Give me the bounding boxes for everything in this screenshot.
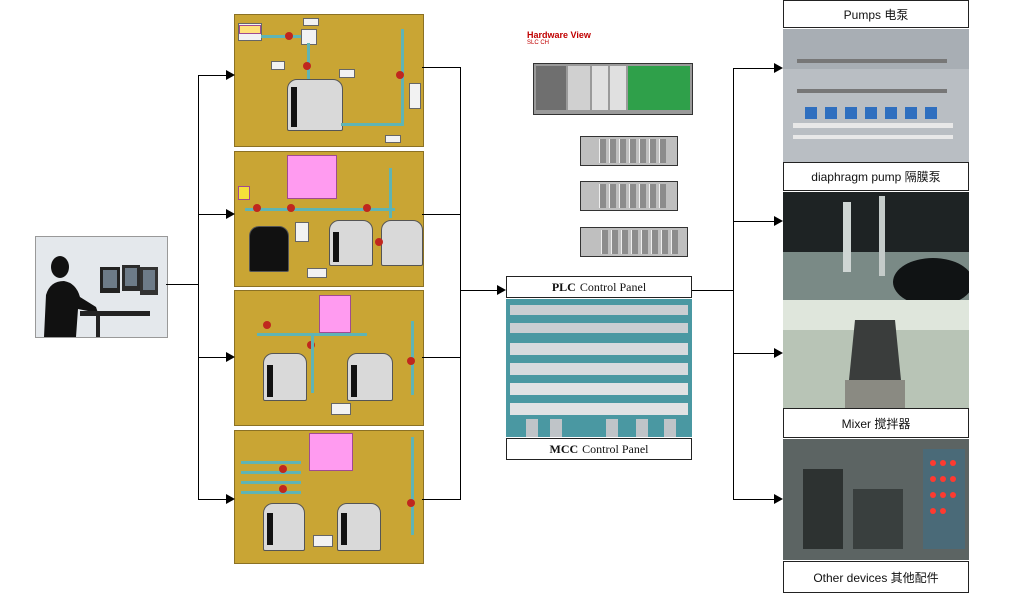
connector-to-plc [460, 290, 498, 291]
io-rack-1 [580, 136, 678, 166]
connector-hmi-4-out [422, 499, 460, 500]
hmi-screen-1 [234, 14, 424, 147]
operator-workstation-image [35, 236, 168, 338]
connector-to-hmi-3 [198, 357, 228, 358]
connector-middle-bus [460, 67, 461, 500]
arrow-to-plc [497, 285, 506, 295]
hmi-screen-2 [234, 151, 424, 287]
hardware-view-subtitle: SLC CH [527, 40, 550, 46]
plc-panel-label-bold: PLC [551, 279, 576, 294]
io-rack-3 [580, 227, 688, 257]
pumps-image [783, 29, 969, 162]
operator-silhouette-icon [36, 237, 167, 337]
arrow-to-diaphragm-pump [774, 216, 783, 226]
mixer-image [783, 300, 969, 408]
arrow-to-hmi-2 [226, 209, 235, 219]
connector-to-hmi-2 [198, 214, 228, 215]
connector-hmi-1-out [422, 67, 460, 68]
other-devices-image [783, 439, 969, 560]
connector-to-hmi-1 [198, 75, 228, 76]
connector-hmi-2-out [422, 214, 460, 215]
pump-array-icon [783, 29, 969, 162]
pumps-label: Pumps 电泵 [783, 0, 969, 28]
connector-to-diaphragm-pump [733, 221, 775, 222]
arrow-to-other-devices [774, 494, 783, 504]
plc-panel-label: PLC Control Panel [506, 276, 692, 298]
hmi-screen-3 [234, 290, 424, 426]
connector-right-bus [733, 68, 734, 500]
hmi-screen-4 [234, 430, 424, 564]
connector-plc-out [692, 290, 733, 291]
connector-to-other-devices [733, 499, 775, 500]
mixer-label: Mixer 搅拌器 [783, 408, 969, 438]
plc-chassis-main [533, 63, 693, 115]
arrow-to-mixer [774, 348, 783, 358]
mcc-panel-label: MCC Control Panel [506, 438, 692, 460]
connector-to-pumps [733, 68, 775, 69]
other-devices-icon [783, 439, 969, 560]
diaphragm-pump-image [783, 192, 969, 300]
mcc-panel-label-text: Control Panel [582, 441, 649, 456]
io-rack-2 [580, 181, 678, 211]
control-panel-image [506, 299, 692, 437]
mcc-panel-label-bold: MCC [549, 441, 579, 456]
diaphragm-pump-label: diaphragm pump 隔膜泵 [783, 162, 969, 191]
hardware-view-title: Hardware View [527, 30, 591, 40]
plc-panel-label-text: Control Panel [579, 279, 647, 294]
arrow-to-hmi-4 [226, 494, 235, 504]
connector-to-mixer [733, 353, 775, 354]
arrow-to-hmi-3 [226, 352, 235, 362]
connector-hmi-3-out [422, 357, 460, 358]
other-devices-label: Other devices 其他配件 [783, 561, 969, 593]
connector-to-hmi-4 [198, 499, 228, 500]
diaphragm-pump-icon [783, 192, 969, 300]
connector-operator-out [166, 284, 198, 285]
control-panel-wiring-icon [506, 299, 692, 437]
mixer-icon [783, 300, 969, 408]
connector-left-bus [198, 75, 199, 499]
arrow-to-pumps [774, 63, 783, 73]
arrow-to-hmi-1 [226, 70, 235, 80]
